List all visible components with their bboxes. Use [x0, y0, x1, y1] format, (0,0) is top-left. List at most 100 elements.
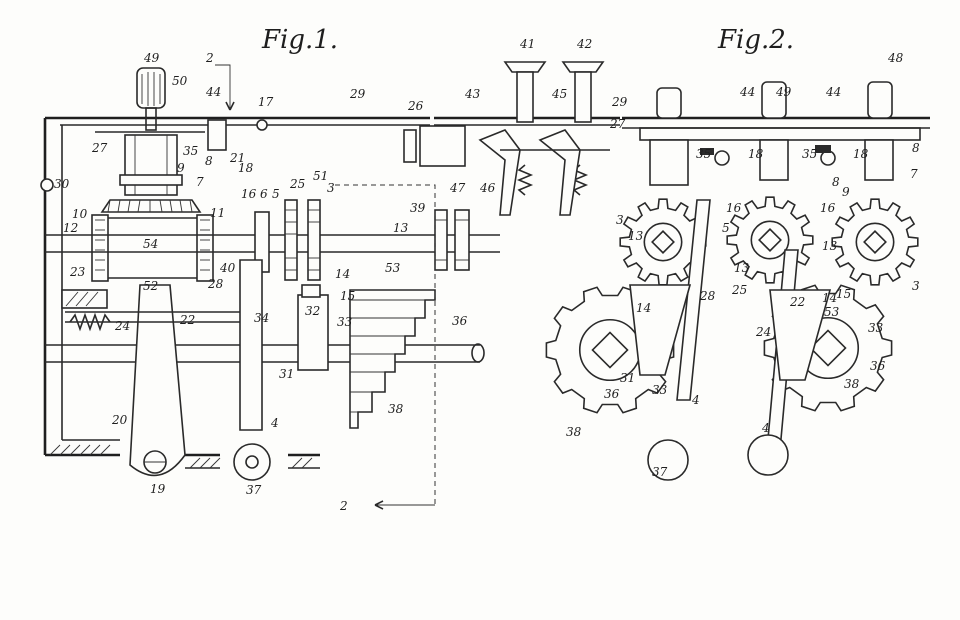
fig1-ref-42: 36 [452, 314, 468, 328]
fig2-ref-39: 4 [691, 393, 700, 407]
fig2-ref-31: 53 [824, 305, 840, 319]
fig1-drawing [40, 64, 620, 510]
lever-4 [239, 259, 263, 431]
fig1-ref-49: 2 [339, 499, 348, 513]
gear-13-right [831, 198, 919, 286]
fig2-ref-19: 16 [726, 201, 742, 215]
fig1-ref-41: 24 [114, 319, 130, 333]
fig1-ref-9: 30 [54, 177, 70, 191]
fig2-ref-25: 25 [731, 283, 747, 297]
bevel-gear-10 [100, 199, 202, 213]
fig1-ref-44: 38 [388, 402, 404, 416]
fig1-ref-43: 31 [279, 367, 294, 381]
fig2-ref-37: 33 [652, 383, 668, 397]
fig2-gears-36 [545, 284, 893, 414]
fig2-ref-10: 18 [748, 147, 764, 161]
fig2-ref-33: 24 [755, 325, 771, 339]
fig2-ref-24: 3 [912, 279, 920, 293]
fig2-ref-12: 18 [853, 147, 869, 161]
key-button-49 [136, 67, 166, 109]
fig1-ref-5: 29 [349, 87, 366, 101]
fig1-ref-1: 50 [172, 74, 188, 88]
fig1-ref-39: 33 [337, 315, 353, 329]
fig1-ref-19: 25 [289, 177, 305, 191]
fig2-ref-11: 35 [802, 147, 817, 161]
fig2-ref-7: 44 [825, 85, 841, 99]
gear-25 [284, 199, 298, 281]
fig2-ref-6: 49 [775, 85, 792, 99]
fig2-pivot-37 [647, 439, 689, 481]
fig1-ref-16: 16 [241, 187, 257, 201]
fig1-ref-13: 18 [238, 161, 254, 175]
fig2-ref-5: 44 [739, 85, 755, 99]
fig1-ref-35: 53 [385, 261, 401, 275]
fig1-ref-12: 21 [229, 151, 245, 165]
fig2-ref-36: 36 [870, 359, 886, 373]
fig2-key-49 [761, 81, 787, 119]
fig1-ref-31: 14 [335, 267, 350, 281]
fig1-ref-21: 3 [327, 181, 335, 195]
fig2-ref-42: 4 [761, 421, 770, 435]
gear-3 [307, 199, 321, 281]
fig2-lever-4-left [676, 199, 711, 401]
fig2-ref-8: 48 [887, 51, 904, 65]
fig2-ref-22: 13 [734, 261, 750, 275]
fig1-ref-26: 10 [72, 207, 88, 221]
fig1-ref-45: 20 [111, 413, 128, 427]
lever-20 [129, 284, 186, 477]
fig2-ref-38: 38 [844, 377, 860, 391]
fig2-ref-20: 16 [820, 201, 836, 215]
fig2-ref-35: 36 [604, 387, 620, 401]
fig2-ref-18: 13 [628, 229, 644, 243]
fig1-ref-11: 8 [205, 154, 213, 168]
fig2-ref-32: 33 [868, 321, 884, 335]
fig1-ref-27: 12 [63, 221, 78, 235]
fig2-gears-13 [619, 196, 919, 286]
fig2-ref-16: 9 [842, 185, 850, 199]
fig1-ref-18: 5 [272, 187, 280, 201]
fig1-ref-47: 19 [150, 482, 166, 496]
fig1-ref-28: 11 [210, 206, 225, 220]
bracket-43 [419, 125, 466, 167]
fig2-ref-29: 14 [636, 301, 651, 315]
fig2-ref-26: 14 [822, 291, 837, 305]
fig2-ref-40: 38 [566, 425, 582, 439]
fig2-ref-28: 22 [789, 295, 805, 309]
fig2-ref-0: 41 [519, 37, 535, 51]
fig2-ref-17: 3 [616, 213, 624, 227]
fig1-ref-4: 17 [258, 95, 274, 109]
fig1-ref-48: 37 [246, 483, 262, 497]
fig1-ref-8: 27 [91, 141, 108, 155]
fig1-ref-29: 54 [143, 237, 158, 251]
gear-47 [454, 209, 470, 271]
fig1-title: Fig.1. [261, 25, 338, 55]
fig2-ref-27: 28 [699, 289, 716, 303]
fig2-ref-3: 29 [611, 95, 628, 109]
fig2-ref-41: 37 [652, 465, 668, 479]
fig1-ref-32: 23 [69, 265, 86, 279]
fig2-ref-9: 35 [696, 147, 711, 161]
fig1-ref-46: 4 [270, 416, 279, 430]
fig2-ref-30: 15 [836, 287, 851, 301]
fig1-ref-20: 51 [313, 169, 328, 183]
fig1-ref-36: 15 [340, 289, 355, 303]
fig1-ref-22: 47 [449, 181, 466, 195]
spring-24 [69, 312, 111, 332]
fig1-ref-38: 34 [254, 311, 269, 325]
fig2-ref-23: 13 [822, 239, 838, 253]
gear-39 [434, 209, 448, 271]
fig2-ref-15: 7 [910, 167, 918, 181]
fig2-title: Fig.2. [717, 25, 794, 55]
fig1-ref-3: 44 [205, 85, 221, 99]
fig2-drawing [545, 81, 930, 481]
gear-13-left [619, 198, 707, 286]
fig1-ref-6: 26 [407, 99, 424, 113]
fig2-ref-21: 5 [722, 221, 730, 235]
fig1-ref-15: 7 [196, 175, 204, 189]
fig1-ref-24: 39 [410, 201, 426, 215]
fig2-ref-4: 27 [609, 117, 626, 131]
fig1-ref-25: 13 [393, 221, 409, 235]
